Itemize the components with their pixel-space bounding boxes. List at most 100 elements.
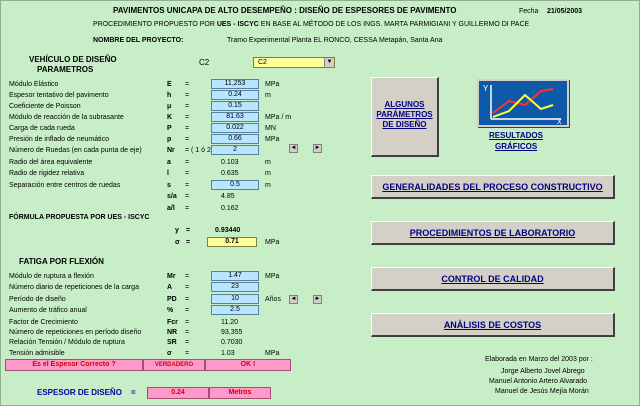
param-symbol: a — [167, 159, 171, 166]
param-symbol: E — [167, 81, 172, 88]
algunos-parametros-button[interactable]: ALGUNOS PARÁMETROS DE DISEÑO — [371, 77, 439, 157]
param-symbol: SR — [167, 339, 177, 346]
chart-icon-x: X — [557, 119, 562, 125]
formula-heading: FÓRMULA PROPUESTA POR UES - ISCYC — [9, 214, 150, 221]
param-value-input[interactable]: 0.66 — [211, 134, 259, 144]
credits-line2: Jorge Alberto Jovel Abrego — [501, 368, 585, 375]
param-value-input[interactable]: 0.24 — [211, 90, 259, 100]
param-symbol: Nr — [167, 147, 175, 154]
param-eq: = — [185, 339, 190, 346]
param-unit: MN — [265, 125, 276, 132]
param-label: Módulo de reacción de la subrasante — [9, 114, 124, 121]
param-label: Radio de rigidez relativa — [9, 170, 85, 177]
project-name: Tramo Experimental Planta EL RONCO, CESS… — [227, 37, 443, 44]
vehicle-code: C2 — [199, 58, 210, 67]
param-label: Módulo Elástico — [9, 81, 59, 88]
param-symbol: σ — [167, 350, 172, 357]
param-value-input[interactable]: 0.15 — [211, 101, 259, 111]
procedimientos-button[interactable]: PROCEDIMIENTOS DE LABORATORIO — [371, 221, 615, 245]
analisis-costos-button[interactable]: ANÁLISIS DE COSTOS — [371, 313, 615, 337]
param-eq: = — [185, 205, 190, 212]
param-label: Carga de cada rueda — [9, 125, 75, 132]
param-value-input[interactable]: 81.63 — [211, 112, 259, 122]
param-symbol: A — [167, 284, 173, 291]
param-value-input[interactable]: 2.5 — [211, 305, 259, 315]
check-status: OK ! — [205, 359, 291, 371]
chart-icon-y: Y — [483, 84, 489, 93]
date-label: Fecha — [519, 8, 539, 15]
param-unit: m — [265, 92, 271, 99]
param-symbol: s — [167, 182, 171, 189]
param-eq: = — [185, 284, 190, 291]
param-unit: MPa / m — [265, 114, 292, 121]
param-eq: = — [185, 350, 190, 357]
formula-sigma-unit: MPa — [265, 239, 280, 246]
formula-y-symbol: y — [175, 227, 179, 234]
param-label: Relación Tensión / Módulo de ruptura — [9, 339, 125, 346]
credits-line4: Manuel de Jesús Mejía Morán — [495, 388, 589, 395]
param-symbol: p — [167, 136, 172, 143]
param-value-input[interactable]: 1.47 — [211, 271, 259, 281]
param-value: 4.85 — [221, 193, 235, 200]
pd-decrease-button[interactable]: ◄ — [289, 295, 298, 304]
vehicle-label: VEHÍCULO DE DISEÑO — [29, 55, 117, 64]
generalidades-button[interactable]: GENERALIDADES DEL PROCESO CONSTRUCTIVO — [371, 175, 615, 199]
check-question: Es el Espesor Correcto ? — [5, 359, 143, 371]
design-thickness-unit: Metros — [209, 387, 271, 399]
param-label: Separación entre centros de ruedas — [9, 182, 121, 189]
chevron-down-icon[interactable]: ▼ — [324, 58, 334, 67]
fatigue-heading: FATIGA POR FLEXIÓN — [19, 257, 104, 266]
param-eq: = — [185, 273, 190, 280]
param-value: 0.635 — [221, 170, 239, 177]
param-eq: = ( 1 ó 2 ) — [185, 147, 216, 154]
param-value: 0.162 — [221, 205, 239, 212]
param-symbol: K — [167, 114, 173, 121]
formula-y-value: 0.93440 — [215, 227, 241, 234]
resultados-link[interactable]: RESULTADOS — [489, 131, 543, 140]
param-label: Módulo de ruptura a flexión — [9, 273, 94, 280]
param-eq: = — [185, 170, 190, 177]
formula-y-eq: = — [186, 227, 191, 234]
pd-increase-button[interactable]: ► — [313, 295, 322, 304]
param-unit: MPa — [265, 273, 280, 280]
line-chart-icon: Y X — [479, 81, 567, 126]
param-value: 93,355 — [221, 329, 243, 336]
page-title: PAVIMENTOS UNICAPA DE ALTO DESEMPEÑO : D… — [113, 6, 457, 15]
vehicle-dropdown[interactable]: C2 ▼ — [253, 57, 335, 68]
param-eq: = — [185, 307, 190, 314]
param-value: 0.7030 — [221, 339, 243, 346]
param-symbol: h — [167, 92, 172, 99]
param-value-input[interactable]: 10 — [211, 294, 259, 304]
param-symbol: a/l — [167, 205, 175, 212]
param-label: Radio del área equivalente — [9, 159, 93, 166]
param-label: Número de repeticiones en período diseño — [9, 329, 142, 336]
param-value-input[interactable]: 11,253 — [211, 79, 259, 89]
param-unit: MPa — [265, 350, 280, 357]
param-unit: m — [265, 170, 271, 177]
param-value: 0.103 — [221, 159, 239, 166]
param-symbol: l — [167, 170, 169, 177]
results-chart-thumbnail[interactable]: Y X — [477, 79, 569, 127]
graficos-link[interactable]: GRÁFICOS — [495, 142, 538, 151]
project-label: NOMBRE DEL PROYECTO: — [93, 37, 184, 44]
param-value-input[interactable]: 0.022 — [211, 123, 259, 133]
param-eq: = — [185, 125, 190, 132]
param-unit: MPa — [265, 81, 280, 88]
param-label: Período de diseño — [9, 296, 66, 303]
design-thickness-label: ESPESOR DE DISEÑO — [37, 388, 122, 397]
param-value-input[interactable]: 2 — [211, 145, 259, 155]
param-eq: = — [185, 329, 190, 336]
param-eq: = — [185, 296, 190, 303]
param-label: Tensión admisible — [9, 350, 65, 357]
date-value: 21/05/2003 — [547, 8, 583, 15]
param-value-input[interactable]: 0.5 — [211, 180, 259, 190]
design-thickness-value: 0.24 — [147, 387, 209, 399]
param-eq: = — [185, 81, 190, 88]
nr-increase-button[interactable]: ► — [313, 144, 322, 153]
param-value-input[interactable]: 23 — [211, 282, 259, 292]
param-value: 1.03 — [221, 350, 235, 357]
credits-line1: Elaborada en Marzo del 2003 por : — [485, 356, 593, 363]
nr-decrease-button[interactable]: ◄ — [289, 144, 298, 153]
control-calidad-button[interactable]: CONTROL DE CALIDAD — [371, 267, 615, 291]
